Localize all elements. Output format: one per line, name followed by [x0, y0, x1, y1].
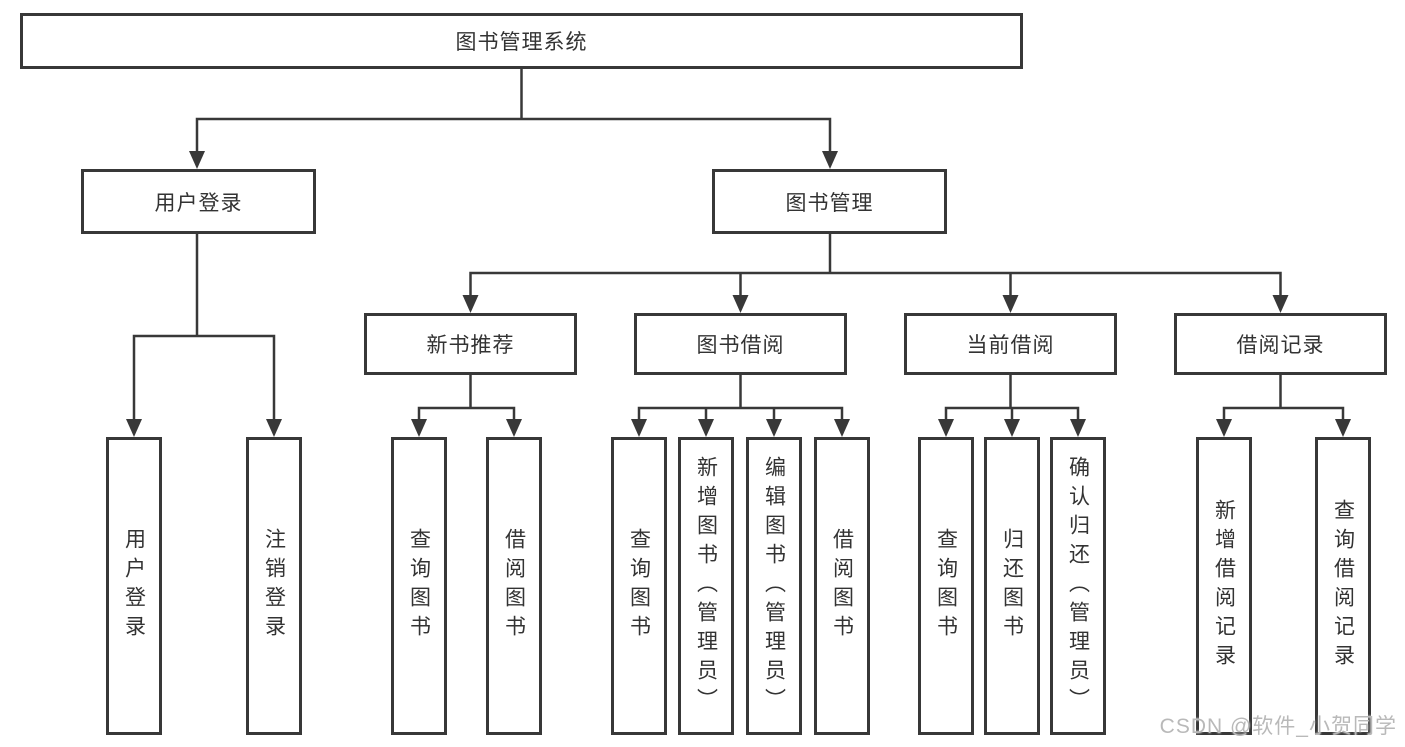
node-leaf-add-borrow-record: 新增借阅记录: [1196, 437, 1252, 735]
node-current-borrow-label: 当前借阅: [966, 334, 1055, 357]
node-leaf-return-book: 归还图书: [984, 437, 1040, 735]
node-leaf-borrow-query-book: 查询图书: [611, 437, 667, 735]
node-library-management-system-label: 图书管理系统: [455, 31, 588, 54]
node-leaf-return-book-label: 归还图书: [1000, 528, 1024, 644]
node-library-management-system: 图书管理系统: [20, 13, 1023, 69]
node-leaf-current-query-book-label: 查询图书: [934, 528, 958, 644]
node-leaf-logout: 注销登录: [246, 437, 302, 735]
connector-book-mgmt-to-level2: [462, 233, 1289, 313]
connector-current-borrow-group: [938, 375, 1086, 437]
node-leaf-borrow-query-book-label: 查询图书: [627, 528, 651, 644]
node-leaf-logout-label: 注销登录: [262, 528, 286, 644]
node-leaf-confirm-return-admin-label: 确认归还（管理员）: [1066, 455, 1090, 717]
node-leaf-recommend-query-book: 查询图书: [391, 437, 447, 735]
csdn-watermark: CSDN @软件_小贺同学: [1159, 715, 1397, 738]
node-leaf-add-book-admin: 新增图书（管理员）: [678, 437, 734, 735]
node-book-borrow: 图书借阅: [634, 313, 847, 375]
node-book-borrow-label: 图书借阅: [696, 334, 785, 357]
node-leaf-add-book-admin-label: 新增图书（管理员）: [694, 455, 718, 717]
connector-user-login-to-leaves: [126, 233, 282, 437]
node-leaf-add-borrow-record-label: 新增借阅记录: [1212, 499, 1236, 673]
node-leaf-user-login: 用户登录: [106, 437, 162, 735]
node-leaf-confirm-return-admin: 确认归还（管理员）: [1050, 437, 1106, 735]
node-borrow-record-label: 借阅记录: [1236, 334, 1325, 357]
node-current-borrow: 当前借阅: [904, 313, 1117, 375]
connector-new-book-recommend-group: [411, 375, 522, 437]
connector-borrow-record-group: [1216, 375, 1351, 437]
node-leaf-edit-book-admin-label: 编辑图书（管理员）: [762, 455, 786, 717]
node-leaf-recommend-borrow-book: 借阅图书: [486, 437, 542, 735]
connector-root-to-level1: [189, 68, 838, 169]
node-leaf-current-query-book: 查询图书: [918, 437, 974, 735]
node-leaf-query-borrow-record: 查询借阅记录: [1315, 437, 1371, 735]
node-book-management-branch-label: 图书管理: [785, 191, 874, 215]
node-user-login-branch: 用户登录: [81, 169, 316, 234]
node-book-management-branch: 图书管理: [712, 169, 947, 234]
node-leaf-borrow-book-label: 借阅图书: [830, 528, 854, 644]
node-leaf-recommend-borrow-book-label: 借阅图书: [502, 528, 526, 644]
node-leaf-borrow-book: 借阅图书: [814, 437, 870, 735]
node-user-login-branch-label: 用户登录: [154, 191, 243, 215]
connector-book-borrow-group: [631, 375, 850, 437]
node-leaf-edit-book-admin: 编辑图书（管理员）: [746, 437, 802, 735]
node-new-book-recommend-label: 新书推荐: [426, 334, 515, 357]
node-borrow-record: 借阅记录: [1174, 313, 1387, 375]
node-leaf-recommend-query-book-label: 查询图书: [407, 528, 431, 644]
node-new-book-recommend: 新书推荐: [364, 313, 577, 375]
node-leaf-query-borrow-record-label: 查询借阅记录: [1331, 499, 1355, 673]
node-leaf-user-login-label: 用户登录: [122, 528, 146, 644]
